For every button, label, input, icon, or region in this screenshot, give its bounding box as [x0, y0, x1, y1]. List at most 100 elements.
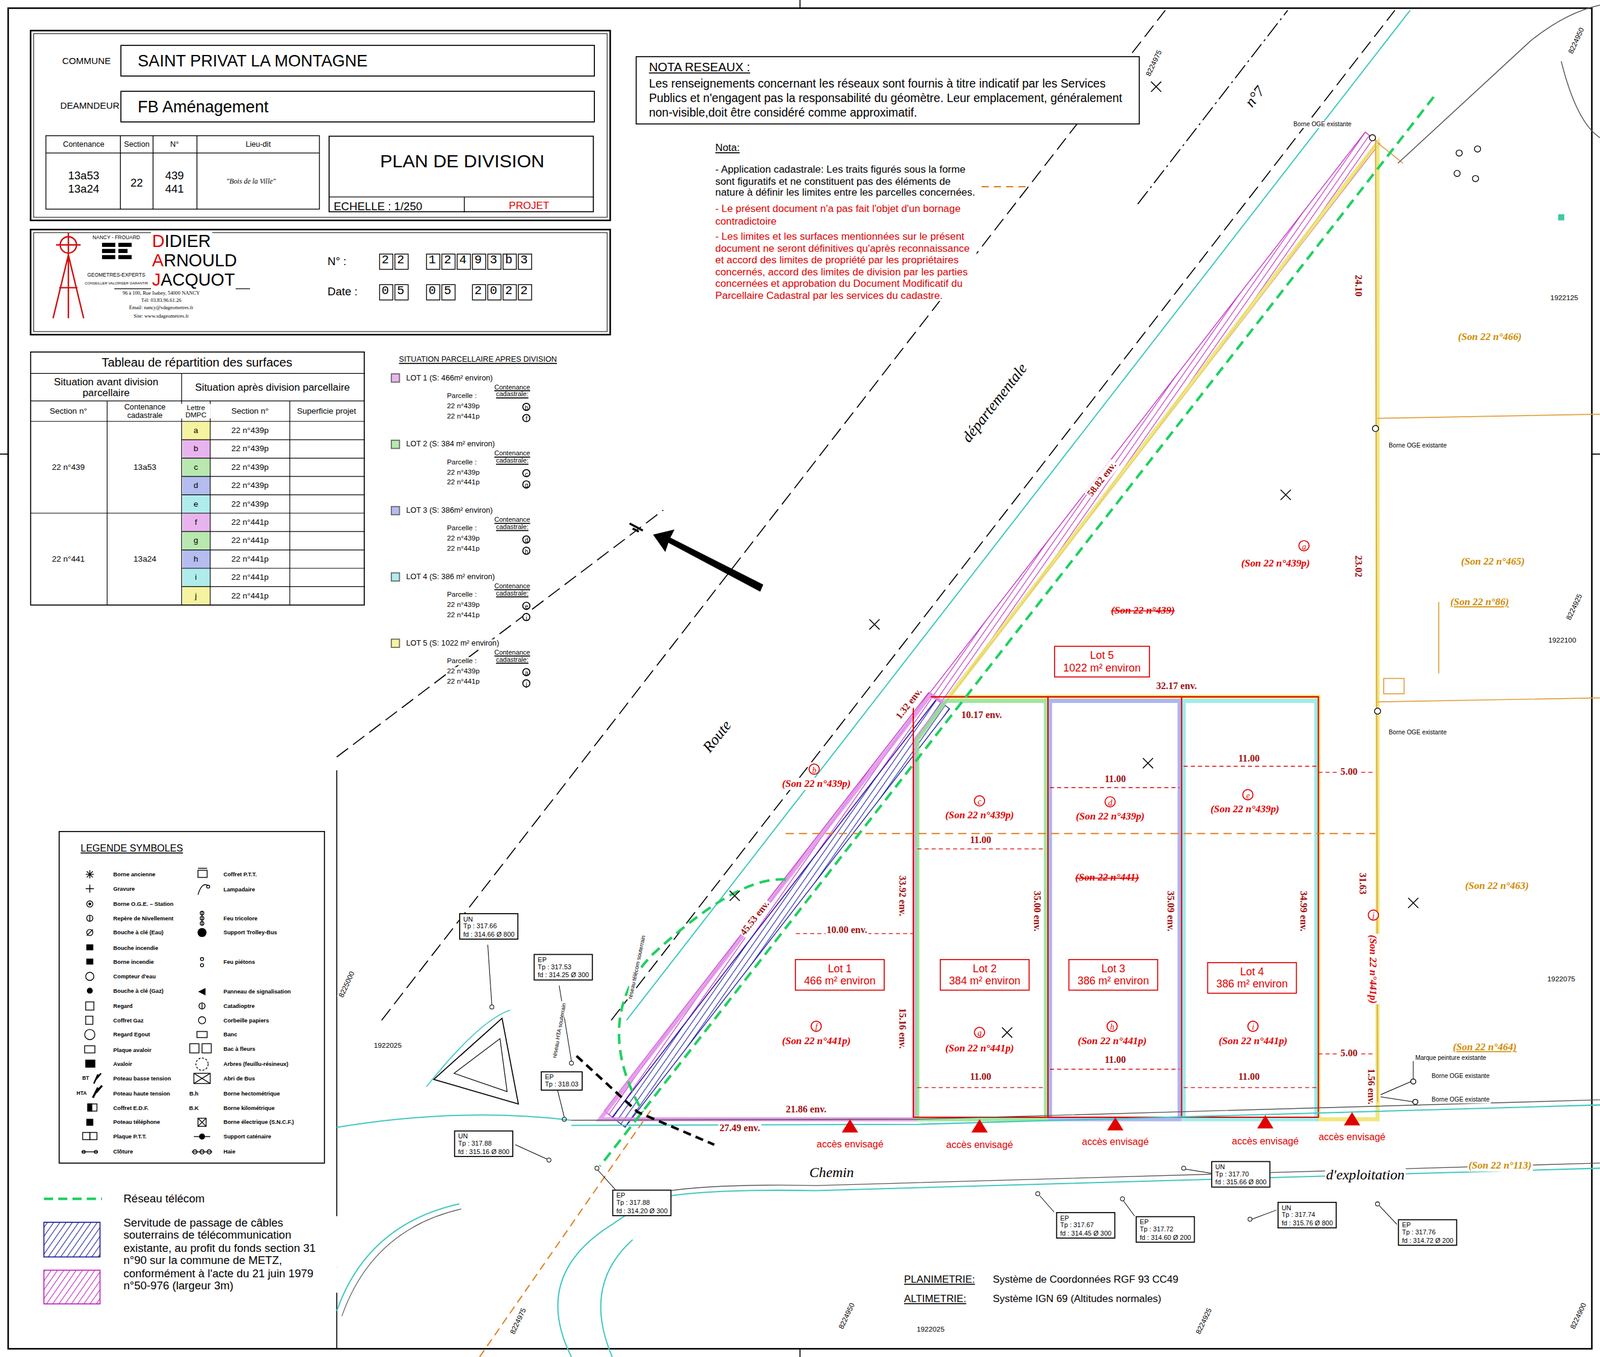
parcel-label: (Son 22 n°439p) [1240, 557, 1311, 569]
legend-text: LOT 4 (S: 386 m² environ) [405, 573, 496, 583]
dimension-label: 35.00 env. [1031, 889, 1042, 933]
node-text: Tp : 317.74 [1281, 1211, 1334, 1220]
plan-path [479, 833, 1376, 1357]
annotation-text: Contenance cadastrale: [488, 517, 536, 531]
annotation-text: Email: nancy@sdageometres.fr [128, 305, 195, 312]
annotation-text: Date : [326, 285, 359, 298]
annotation-text: 8225000 [337, 969, 357, 1001]
annotation-text: 22 n°439p [445, 600, 481, 610]
plan-path [337, 510, 664, 758]
annotation-text: GEOMETRES-EXPERTS [86, 272, 147, 279]
number-cell-text: 05 [381, 285, 413, 299]
annotation-text: - Application cadastrale: Les traits fig… [714, 163, 977, 199]
plan-path [1375, 137, 1600, 1102]
parcel-letter: d [1104, 796, 1117, 808]
annotation-text: 8224925 [1564, 591, 1585, 623]
annotation-text: COMMUNE [61, 56, 112, 67]
annotation-text: 22 n°439p [230, 499, 270, 510]
plan-g [841, 1111, 1361, 1133]
network-callout: UNTp : 317.74fd : 315.76 Ø 800 [1277, 1201, 1337, 1230]
legend-text: Bouche à clé (Gaz) [112, 988, 165, 995]
dimension-label: 15.16 env. [896, 1007, 908, 1051]
annotation-text: 22 n°439 [50, 462, 86, 473]
legend-text: Borne ancienne [112, 870, 157, 878]
parcel-letter: f [810, 1020, 823, 1033]
annotation-text: Section n° [48, 406, 89, 417]
legend-text: Abri de Bus [222, 1075, 257, 1082]
plan-path [192, 1151, 213, 1153]
network-callout: EPTp : 317.76fd : 314.72 Ø 200 [1397, 1219, 1457, 1247]
annotation-text: 22 n°439p [445, 402, 481, 411]
annotation-text: 22 n°439p [230, 480, 270, 491]
legend-text: LOT 1 (S: 466m² environ) [405, 373, 495, 383]
annotation-text: Nota: [714, 141, 742, 154]
plan-circle [198, 1016, 206, 1024]
annotation-text: Borne OGE existante [1430, 1073, 1491, 1081]
title-box: PLAN DE DIVISIONECHELLE : 1/250PROJET [328, 135, 594, 213]
plan-rect [84, 1046, 95, 1054]
plan-path [515, 1145, 547, 1160]
plan-rect [86, 1119, 94, 1126]
legend-text: Plaque P.T.T. [112, 1133, 148, 1141]
plan-circle [198, 928, 207, 937]
plan-rect [30, 229, 611, 335]
plan-path [89, 915, 90, 922]
legend-text: Haie [222, 1148, 237, 1156]
dimension-label: 33.92 env. [896, 874, 908, 918]
legend-text: Clôture [112, 1148, 135, 1155]
plan-circle [547, 1157, 552, 1163]
node-text: 384 m² environ [948, 974, 1021, 988]
plan-rect [102, 242, 116, 248]
plan-rect [45, 135, 320, 210]
plan-rect [59, 831, 325, 1164]
plan-rect [182, 439, 211, 458]
annotation-text: 22 n°441p [445, 544, 481, 554]
annotation-text: i [193, 572, 198, 583]
annotation-text: 22 [129, 176, 144, 190]
dimension-label: 1.56 env. [1365, 1067, 1376, 1106]
annotation-text: Marque peinture existante [1414, 1054, 1488, 1062]
plan-path [53, 232, 84, 319]
annotation-text: j [193, 591, 198, 601]
node-text: fd : 314.25 Ø 300 [537, 971, 589, 980]
plan-polygon [604, 692, 937, 1118]
node-title: EP [1139, 1218, 1192, 1227]
plan-circle [562, 1117, 567, 1122]
legend-text: Servitude de passage de câbles souterrai… [122, 1216, 342, 1268]
annotation-text: e [522, 601, 531, 611]
annotation-text: 22 n°441p [230, 572, 270, 583]
plan-circle [85, 972, 95, 981]
plan-path [198, 1118, 207, 1128]
plan-polygon [971, 1119, 988, 1133]
parcel-label: (Son 22 n°441p) [1367, 933, 1379, 1005]
annotation-text: Borne OGE existante [1430, 1096, 1491, 1104]
node-text: fd : 314.20 Ø 300 [616, 1206, 668, 1215]
plan-circle [489, 1005, 495, 1010]
annotation-text: Borne OGE existante [1387, 442, 1448, 450]
plan-circle [207, 1150, 212, 1155]
legend-text: Banc [222, 1031, 238, 1039]
plan-polygon [612, 698, 951, 1128]
legend-text: Lampadaire [222, 886, 257, 894]
annotation-text: B.K [187, 1104, 200, 1112]
annotation-text: départementale [957, 359, 1032, 447]
network-callout: EPTp : 317.72fd : 314.60 Ø 200 [1135, 1216, 1195, 1244]
plan-circle [569, 1061, 574, 1066]
plan-path [201, 911, 203, 926]
plan-circle [199, 1150, 205, 1155]
plan-path [488, 944, 493, 1006]
parcel-label: (Son 22 n°441p) [1217, 1034, 1289, 1047]
annotation-text: Situation après division parcellaire [183, 382, 362, 394]
annotation-text: d [522, 535, 531, 545]
plan-g [81, 868, 213, 1155]
network-callout: EPTp : 317.53fd : 314.25 Ø 300 [533, 954, 594, 982]
number-cell-text: 22 [381, 254, 413, 269]
plan-circle [94, 1150, 98, 1154]
plan-path [85, 870, 95, 879]
legend-text: Réseau télécom [122, 1192, 206, 1205]
network-callout: EPTp : 317.67fd : 314.45 Ø 300 [1056, 1212, 1116, 1240]
plan-path [198, 988, 205, 995]
plan-rect [182, 458, 211, 477]
access-label: accès envisagé [815, 1139, 885, 1151]
